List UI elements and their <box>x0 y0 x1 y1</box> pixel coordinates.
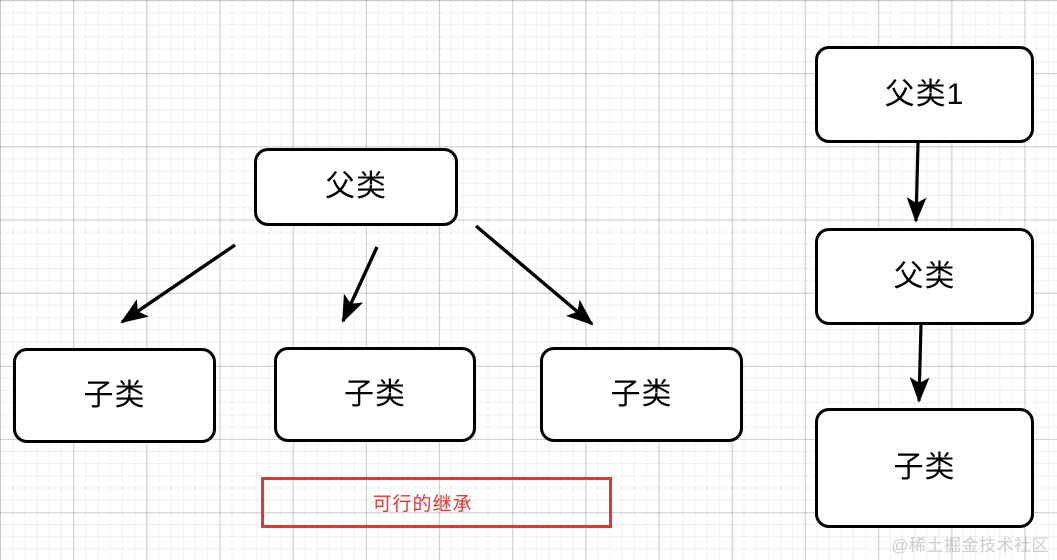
edge-parent-to-child-1 <box>120 243 236 324</box>
edge-parent-to-child-2 <box>341 246 379 323</box>
node-child-3[interactable]: 子类 <box>540 347 743 442</box>
node-child-2[interactable]: 子类 <box>274 347 476 442</box>
edge-parent-to-child-3 <box>474 224 594 326</box>
node-label: 子类 <box>610 377 673 411</box>
callout-box[interactable]: 可行的继承 <box>261 477 612 528</box>
node-child-1[interactable]: 子类 <box>13 348 216 443</box>
callout-label: 可行的继承 <box>372 494 473 515</box>
node-label: 子类 <box>893 451 956 484</box>
watermark: @稀土掘金技术社区 <box>891 536 1049 555</box>
node-parent1-right[interactable]: 父类1 <box>815 46 1034 143</box>
node-parent-left[interactable]: 父类 <box>254 148 458 226</box>
node-label: 子类 <box>344 377 406 411</box>
edge-parent1-to-parent <box>906 142 927 223</box>
node-label: 父类 <box>325 170 387 203</box>
node-parent-right[interactable]: 父类 <box>815 228 1034 325</box>
node-label: 父类 <box>893 259 956 293</box>
node-child-right[interactable]: 子类 <box>815 408 1034 528</box>
node-label: 子类 <box>83 378 146 412</box>
edge-parent-to-child-right <box>909 324 930 403</box>
node-label: 父类1 <box>884 77 965 111</box>
